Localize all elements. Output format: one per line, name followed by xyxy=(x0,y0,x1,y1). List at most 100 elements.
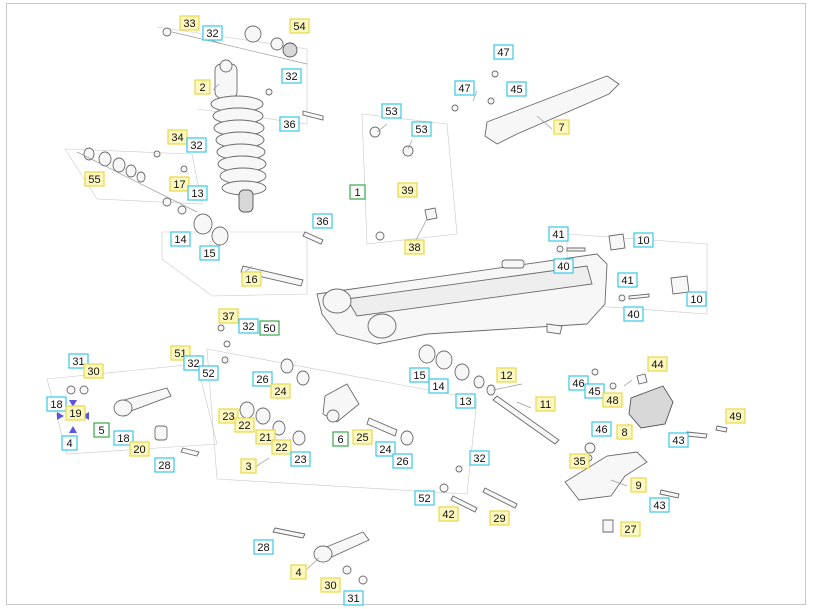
callout-box xyxy=(179,15,200,31)
callout-40: 40 xyxy=(623,306,644,322)
callout-box xyxy=(553,258,574,274)
callout-20: 20 xyxy=(129,441,150,457)
swingarm xyxy=(316,253,608,345)
callout-number: 23 xyxy=(294,454,306,466)
callout-15: 15 xyxy=(409,367,430,383)
callout-43: 43 xyxy=(649,497,670,513)
callout-13: 13 xyxy=(187,185,208,201)
callout-53: 53 xyxy=(381,103,402,119)
callout-16: 16 xyxy=(241,271,262,287)
callout-number: 55 xyxy=(88,174,100,186)
callout-number: 25 xyxy=(356,432,368,444)
callout-number: 34 xyxy=(171,132,183,144)
callout-box xyxy=(271,439,292,455)
callout-number: 4 xyxy=(295,567,301,579)
callout-23: 23 xyxy=(290,451,311,467)
callout-box xyxy=(289,18,310,34)
callout-19: 19 xyxy=(65,405,86,421)
callout-1: 1 xyxy=(349,184,366,200)
callout-box xyxy=(649,497,670,513)
callout-box xyxy=(270,383,291,399)
callout-number: 41 xyxy=(552,229,564,241)
callout-number: 48 xyxy=(606,395,618,407)
callout-box xyxy=(290,451,311,467)
callout-number: 46 xyxy=(595,424,607,436)
callout-box xyxy=(404,239,425,255)
callout-number: 5 xyxy=(98,425,104,437)
chain-guide-lower xyxy=(564,368,728,533)
arrow-left-icon[interactable] xyxy=(57,412,64,420)
callout-number: 15 xyxy=(413,370,425,382)
callout-8: 8 xyxy=(616,424,633,440)
callout-34: 34 xyxy=(167,129,188,145)
callout-box xyxy=(352,429,373,445)
callout-32: 32 xyxy=(202,25,223,41)
callout-number: 4 xyxy=(66,438,72,450)
callout-30: 30 xyxy=(320,577,341,593)
callout-47: 47 xyxy=(493,44,514,60)
callout-24: 24 xyxy=(375,441,396,457)
callout-number: 53 xyxy=(385,106,397,118)
callout-box xyxy=(46,396,67,412)
shock-absorber xyxy=(210,59,267,213)
callout-box xyxy=(496,367,517,383)
callout-number: 37 xyxy=(222,311,234,323)
callout-box xyxy=(84,171,105,187)
arrow-up-icon[interactable] xyxy=(69,400,77,407)
callout-29: 29 xyxy=(489,510,510,526)
callout-40: 40 xyxy=(553,258,574,274)
callout-box xyxy=(428,378,449,394)
callout-box xyxy=(68,353,89,369)
callout-number: 3 xyxy=(245,461,251,473)
callout-number: 50 xyxy=(263,323,275,335)
callout-box xyxy=(725,408,746,424)
callout-box xyxy=(240,458,257,474)
callout-box xyxy=(253,539,274,555)
callout-number: 18 xyxy=(117,433,129,445)
callout-32: 32 xyxy=(469,450,490,466)
callout-22: 22 xyxy=(271,439,292,455)
callout-18: 18 xyxy=(113,430,134,446)
callout-26: 26 xyxy=(252,371,273,387)
callout-number: 30 xyxy=(87,366,99,378)
chain-adjuster-plates xyxy=(556,233,690,302)
callout-number: 15 xyxy=(203,248,215,260)
callout-number: 47 xyxy=(497,47,509,59)
callout-number: 10 xyxy=(690,294,702,306)
callout-box xyxy=(553,119,570,135)
pivot-axle xyxy=(193,213,324,287)
callout-box xyxy=(569,453,590,469)
callout-18: 18 xyxy=(46,396,67,412)
callout-box xyxy=(252,371,273,387)
callout-21: 21 xyxy=(255,429,276,445)
callout-box xyxy=(290,564,307,580)
callout-50: 50 xyxy=(259,320,280,336)
shock-top-mount-parts xyxy=(162,25,324,121)
callout-box xyxy=(170,231,191,247)
callout-box xyxy=(591,421,612,437)
callout-box xyxy=(409,367,430,383)
callout-number: 31 xyxy=(72,356,84,368)
callout-25: 25 xyxy=(352,429,373,445)
callout-number: 29 xyxy=(493,513,505,525)
callout-box xyxy=(320,577,341,593)
callout-number: 21 xyxy=(259,432,271,444)
callout-number: 49 xyxy=(729,411,741,423)
callout-32: 32 xyxy=(183,355,204,371)
callout-23: 23 xyxy=(218,408,239,424)
callout-28: 28 xyxy=(154,457,175,473)
callout-number: 17 xyxy=(173,179,185,191)
swingarm-bracket-parts xyxy=(369,126,438,241)
callout-box xyxy=(647,356,668,372)
callout-number: 20 xyxy=(133,444,145,456)
callout-number: 30 xyxy=(324,580,336,592)
callout-box xyxy=(187,185,208,201)
callout-13: 13 xyxy=(455,393,476,409)
arrow-down-icon[interactable] xyxy=(69,426,77,433)
callout-number: 45 xyxy=(588,386,600,398)
callout-box xyxy=(332,431,349,447)
callout-number: 24 xyxy=(379,444,391,456)
chain-slider xyxy=(451,70,620,145)
callout-number: 13 xyxy=(191,188,203,200)
